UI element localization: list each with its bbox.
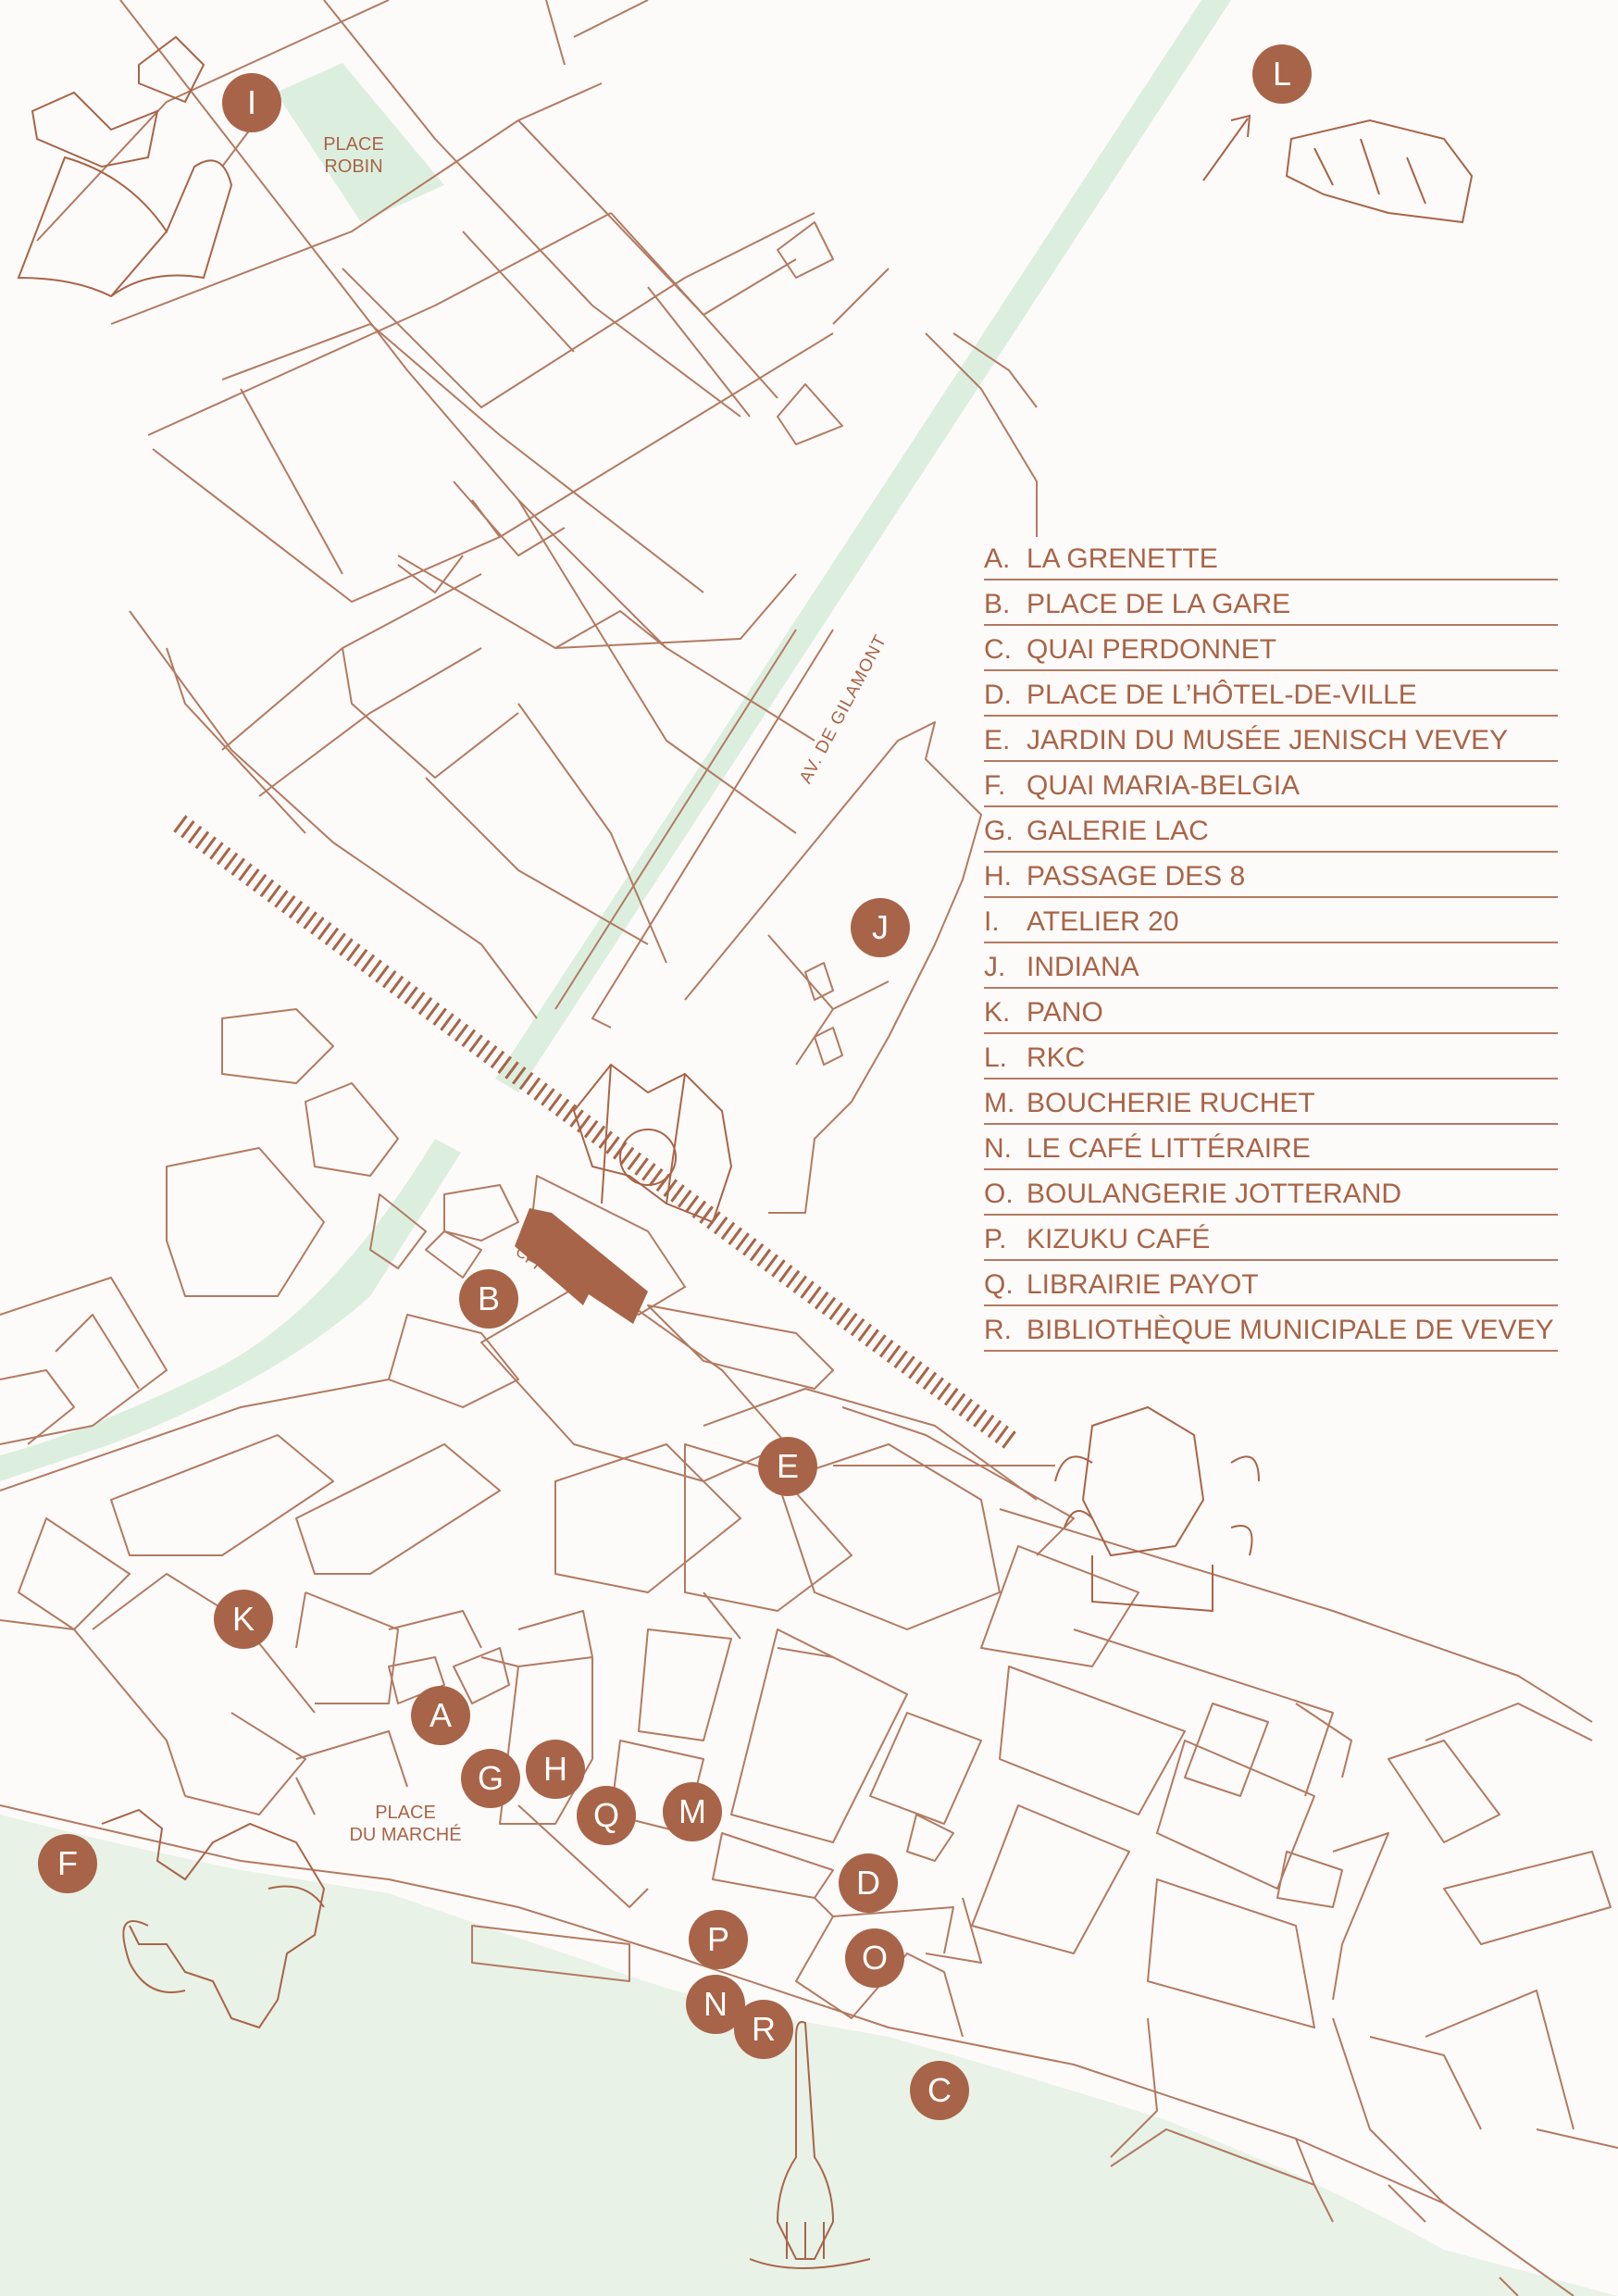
legend-item-d[interactable]: D. PLACE DE L’HÔTEL-DE-VILLE [984,671,1558,717]
legend-name: INDIANA [1027,951,1139,982]
green-strip-south [0,1139,461,1481]
marker-m[interactable]: M [663,1782,722,1841]
legend: A. LA GRENETTE B. PLACE DE LA GARE C. QUAI … [984,535,1558,1352]
legend-key: P. [984,1223,1007,1254]
marker-j[interactable]: J [851,898,910,957]
legend-key: M. [984,1087,1015,1118]
legend-item-o[interactable]: O. BOULANGERIE JOTTERAND [984,1170,1558,1216]
legend-item-f[interactable]: F. QUAI MARIA-BELGIA [984,762,1558,807]
legend-name: BOUCHERIE RUCHET [1027,1087,1315,1118]
legend-item-c[interactable]: C. QUAI PERDONNET [984,626,1558,671]
legend-name: BIBLIOTHÈQUE MUNICIPALE DE VEVEY [1027,1314,1554,1345]
legend-key: C. [984,633,1012,665]
legend-item-m[interactable]: M. BOUCHERIE RUCHET [984,1079,1558,1125]
legend-item-b[interactable]: B. PLACE DE LA GARE [984,580,1558,626]
marker-l[interactable]: L [1252,44,1312,104]
legend-item-j[interactable]: J. INDIANA [984,943,1558,989]
marker-c[interactable]: C [910,2061,969,2120]
legend-item-r[interactable]: R. BIBLIOTHÈQUE MUNICIPALE DE VEVEY [984,1306,1558,1352]
marker-a[interactable]: A [411,1686,470,1745]
marker-e[interactable]: E [758,1437,817,1496]
legend-key: L. [984,1042,1008,1073]
rkc-logo-icon [1285,119,1474,224]
book-icon [17,35,233,298]
legend-name: LA GRENETTE [1027,543,1218,574]
legend-item-q[interactable]: Q. LIBRAIRIE PAYOT [984,1261,1558,1306]
legend-item-a[interactable]: A. LA GRENETTE [984,535,1558,580]
legend-key: Q. [984,1268,1014,1300]
legend-name: PANO [1027,996,1103,1028]
legend-key: E. [984,724,1011,755]
marker-b[interactable]: B [459,1269,518,1329]
legend-name: BOULANGERIE JOTTERAND [1027,1178,1402,1209]
legend-item-l[interactable]: L. RKC [984,1034,1558,1079]
marker-k[interactable]: K [214,1590,273,1649]
arrow-icon [1202,114,1251,181]
green-strip [495,0,1231,1092]
marker-p[interactable]: P [689,1910,748,1969]
legend-item-n[interactable]: N. LE CAFÉ LITTÉRAIRE [984,1125,1558,1170]
legend-name: GALERIE LAC [1027,815,1209,846]
marker-q[interactable]: Q [577,1786,636,1845]
marker-h[interactable]: H [526,1740,585,1799]
legend-item-g[interactable]: G. GALERIE LAC [984,807,1558,853]
legend-name: RKC [1027,1042,1086,1073]
legend-item-h[interactable]: H. PASSAGE DES 8 [984,853,1558,898]
legend-item-p[interactable]: P. KIZUKU CAFÉ [984,1216,1558,1261]
place-robin-label: PLACE ROBIN [323,134,384,177]
legend-item-i[interactable]: I. ATELIER 20 [984,898,1558,943]
legend-name: ATELIER 20 [1027,905,1179,937]
legend-key: H. [984,860,1012,892]
legend-name: KIZUKU CAFÉ [1027,1223,1211,1254]
marker-o[interactable]: O [845,1928,904,1988]
legend-key: B. [984,588,1011,619]
station-building [515,1208,648,1324]
legend-key: R. [984,1314,1012,1345]
legend-item-k[interactable]: K. PANO [984,989,1558,1034]
legend-name: LIBRAIRIE PAYOT [1027,1268,1259,1300]
legend-name: QUAI MARIA-BELGIA [1027,769,1301,801]
legend-name: LE CAFÉ LITTÉRAIRE [1027,1132,1311,1164]
legend-name: PASSAGE DES 8 [1027,860,1246,892]
legend-key: O. [984,1178,1014,1209]
legend-key: D. [984,679,1012,710]
railway [173,815,1016,1449]
place-marche-label: PLACE DU MARCHÉ [349,1803,462,1845]
marker-i[interactable]: I [222,73,281,132]
fork-icon [749,2021,871,2269]
legend-item-e[interactable]: E. JARDIN DU MUSÉE JENISCH VEVEY [984,717,1558,762]
legend-key: A. [984,543,1011,574]
legend-name: JARDIN DU MUSÉE JENISCH VEVEY [1027,724,1509,755]
marker-r[interactable]: R [734,2000,793,2059]
legend-key: I. [984,905,1000,937]
legend-name: PLACE DE L’HÔTEL-DE-VILLE [1027,679,1417,710]
marker-g[interactable]: G [461,1749,520,1808]
legend-name: QUAI PERDONNET [1027,633,1277,665]
place-robin-green [276,63,444,222]
legend-key: G. [984,815,1014,846]
marker-d[interactable]: D [839,1853,898,1913]
sculpture-icon [572,1063,733,1224]
legend-key: J. [984,951,1006,982]
legend-key: K. [984,996,1011,1028]
lake [0,1815,1618,2296]
legend-key: F. [984,769,1006,801]
legend-key: N. [984,1132,1012,1164]
marker-f[interactable]: F [38,1834,97,1893]
statue-icon [101,1808,326,2029]
legend-name: PLACE DE LA GARE [1027,588,1291,619]
plant-sculpture-icon [1054,1405,1260,1613]
